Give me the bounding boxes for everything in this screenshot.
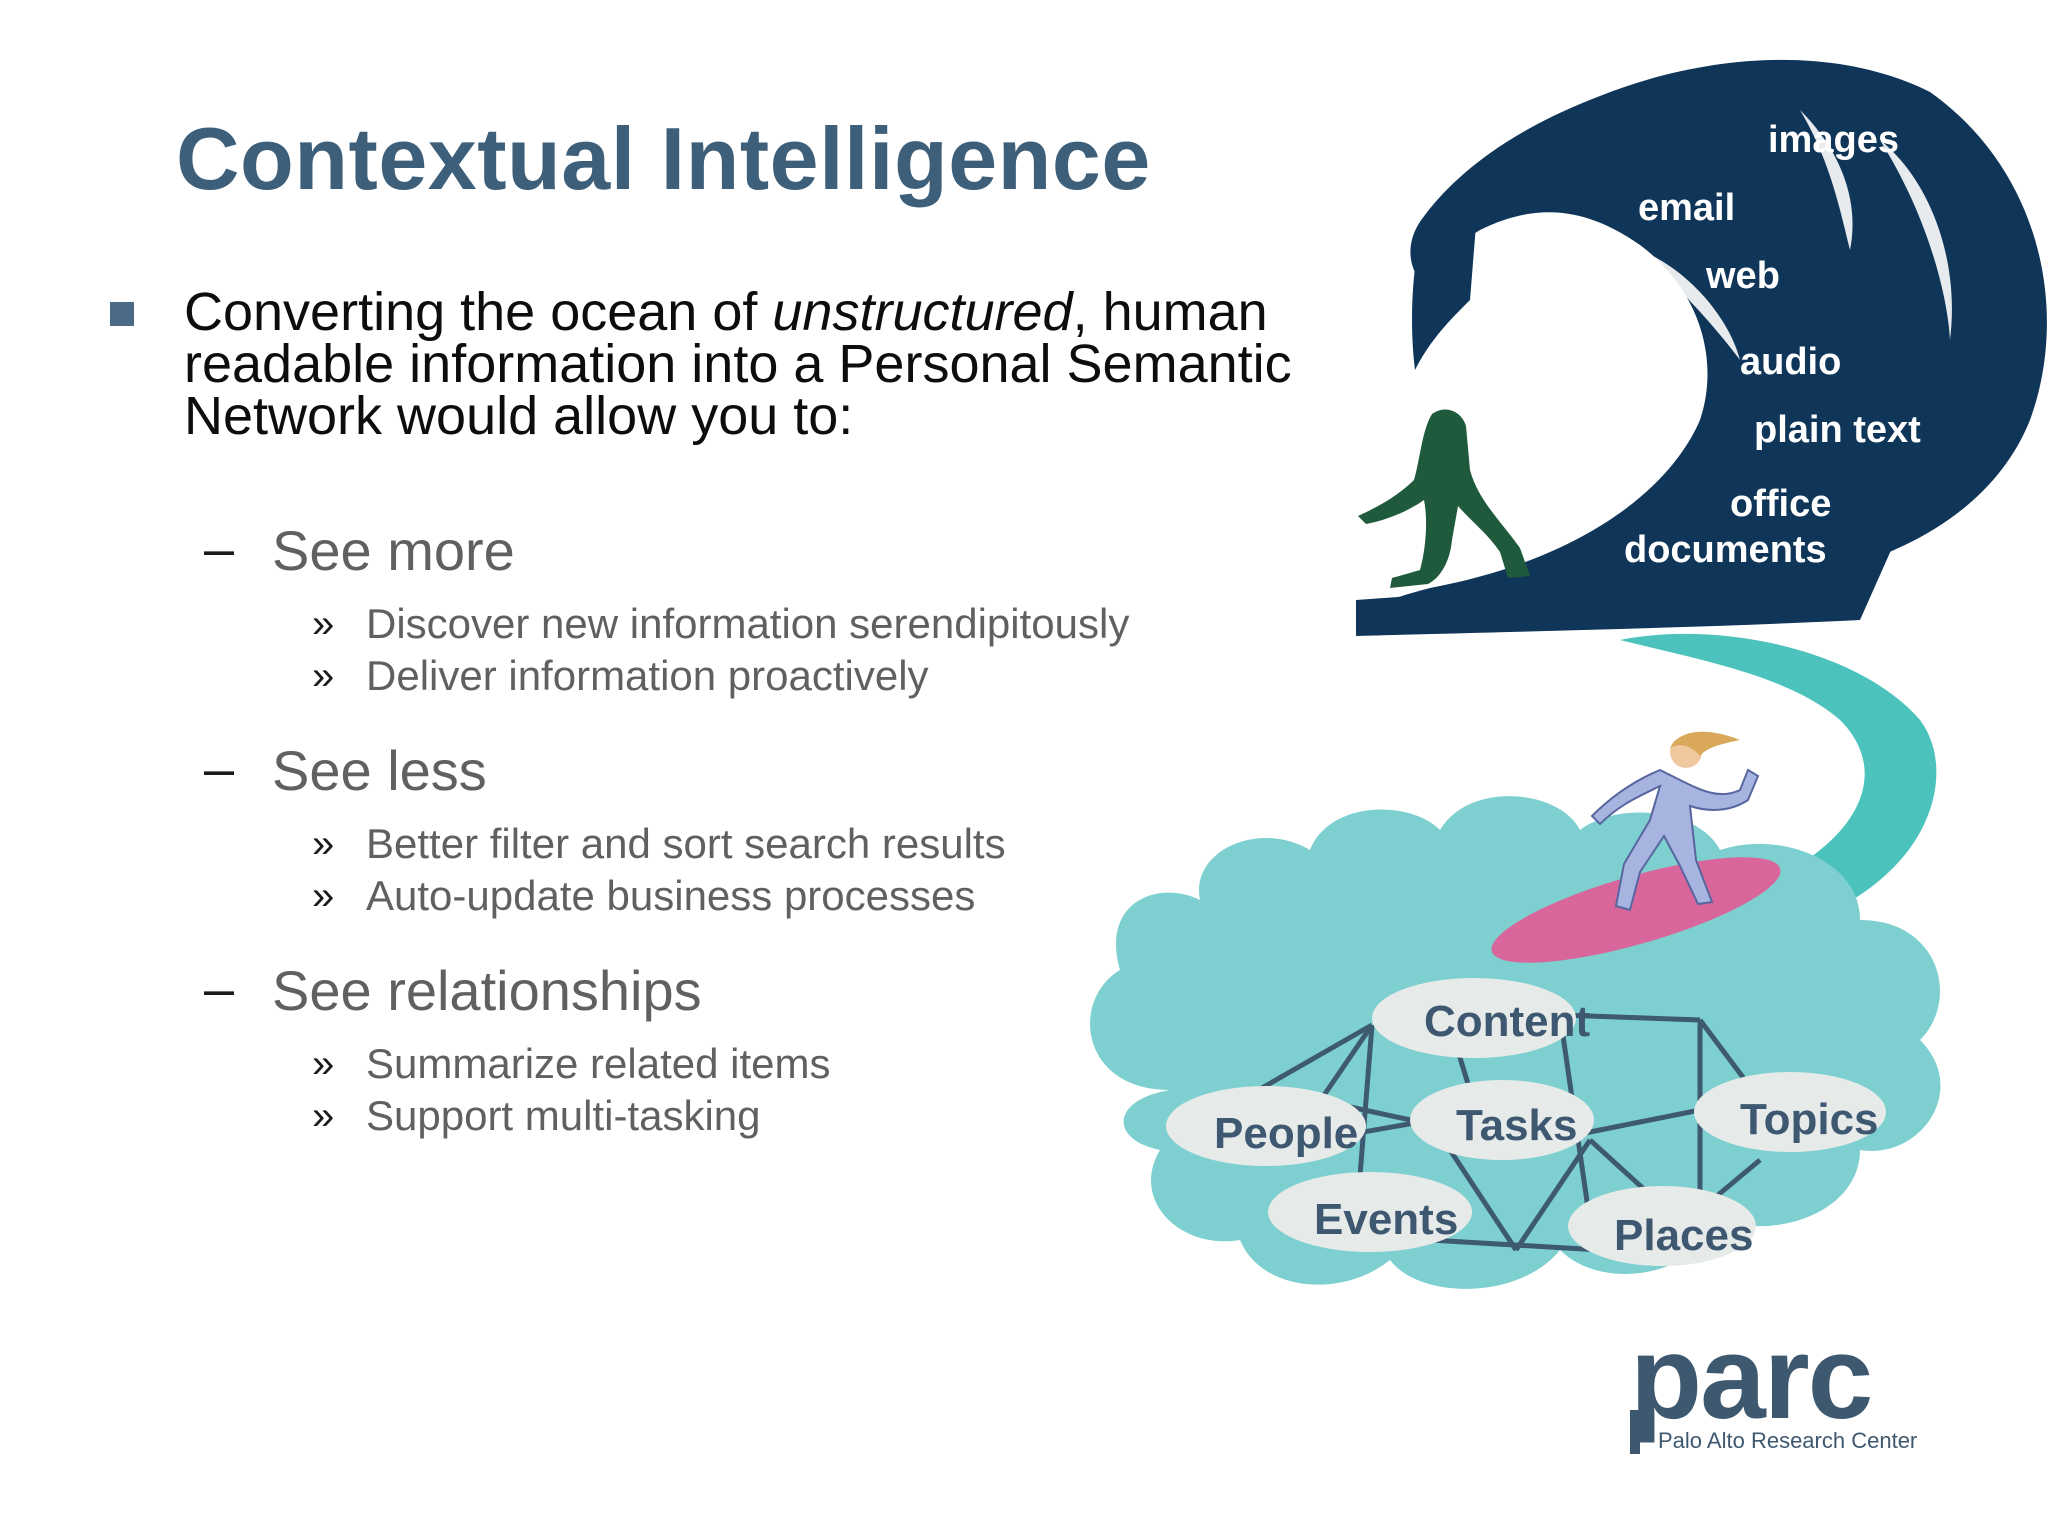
- wave-word-web: web: [1705, 255, 1780, 297]
- list-item-text: Discover new information serendipitously: [366, 600, 1130, 647]
- pushing-figure: [1358, 409, 1530, 588]
- node-label-events: Events: [1314, 1195, 1458, 1244]
- node-places: [1568, 1186, 1756, 1266]
- intro-line-1: Converting the ocean of unstructured, hu…: [184, 285, 1384, 339]
- node-tasks: [1410, 1080, 1594, 1160]
- list-item-text: Auto-update business processes: [366, 872, 976, 919]
- raquo-marker: »: [312, 1094, 335, 1138]
- raquo-marker: »: [312, 822, 335, 866]
- intro-line-3: Network would allow you to:: [184, 386, 854, 446]
- list-item-text: Summarize related items: [366, 1040, 831, 1087]
- edge: [1579, 1107, 1701, 1137]
- raquo-marker: »: [312, 602, 335, 646]
- network-nodes: [1166, 978, 1886, 1266]
- surfer-figure: [1491, 731, 1781, 963]
- intro-text: Converting the ocean of: [184, 282, 773, 342]
- parc-logo: parc Palo Alto Research Center: [1624, 1312, 1944, 1454]
- teal-wave: [1560, 633, 1937, 953]
- surfer-hair: [1670, 731, 1740, 756]
- surfer-body: [1590, 768, 1760, 912]
- edge: [1513, 1138, 1593, 1252]
- network-cloud: Content People Tasks Topics Events Place…: [1090, 796, 1941, 1289]
- edge: [1429, 1237, 1601, 1253]
- intro-text: , human: [1072, 282, 1268, 342]
- wave-word-email: email: [1638, 187, 1735, 229]
- wave-word-audio: audio: [1740, 341, 1841, 383]
- raquo-marker: »: [312, 654, 335, 698]
- section-heading: See relationships: [272, 959, 702, 1022]
- wave-crest-left: [1412, 175, 1480, 370]
- section-heading: See less: [272, 739, 487, 802]
- node-label-topics: Topics: [1740, 1095, 1879, 1144]
- wave-word-documents: documents: [1624, 529, 1827, 571]
- raquo-marker: »: [312, 1042, 335, 1086]
- section-heading: See more: [272, 519, 515, 582]
- node-events: [1268, 1172, 1472, 1252]
- dash-marker: –: [204, 519, 235, 579]
- list-item-text: Deliver information proactively: [366, 652, 929, 699]
- dash-marker: –: [204, 959, 235, 1019]
- wave-word-plain-text: plain text: [1754, 409, 1921, 451]
- wave-bottom: [1356, 530, 1900, 636]
- node-content: [1372, 978, 1576, 1058]
- edge: [1447, 1148, 1519, 1252]
- node-label-people: People: [1214, 1109, 1358, 1158]
- logo-bar: [1630, 1410, 1640, 1454]
- logo-subtitle: Palo Alto Research Center: [1658, 1428, 1918, 1453]
- node-label-tasks: Tasks: [1456, 1101, 1578, 1150]
- wave-word-office: office: [1730, 483, 1831, 525]
- wave-shape: [1356, 59, 2047, 624]
- logo-wordmark: parc: [1630, 1312, 1873, 1444]
- figure-body: [1358, 409, 1530, 588]
- node-label-content: Content: [1424, 997, 1591, 1046]
- list-item-text: Support multi-tasking: [366, 1092, 761, 1139]
- wave-illustration: images email web audio plain text office…: [1356, 59, 2047, 636]
- wave-word-images: images: [1768, 119, 1899, 161]
- node-people: [1166, 1086, 1366, 1166]
- teal-wave-shape: [1560, 633, 1937, 953]
- edge: [1260, 1022, 1374, 1091]
- node-topics: [1694, 1072, 1886, 1152]
- node-label-places: Places: [1614, 1211, 1753, 1260]
- raquo-marker: »: [312, 874, 335, 918]
- surfboard: [1491, 857, 1781, 963]
- list-item-text: Better filter and sort search results: [366, 820, 1006, 867]
- intro-paragraph: Converting the ocean of unstructured, hu…: [184, 285, 1384, 446]
- edge: [1559, 1012, 1701, 1023]
- bullet-square-icon: [110, 302, 134, 326]
- intro-line-2: readable information into a Personal Sem…: [184, 334, 1292, 394]
- dash-marker: –: [204, 739, 235, 799]
- intro-emphasis: unstructured: [772, 282, 1073, 342]
- slide-title: Contextual Intelligence: [176, 109, 1151, 208]
